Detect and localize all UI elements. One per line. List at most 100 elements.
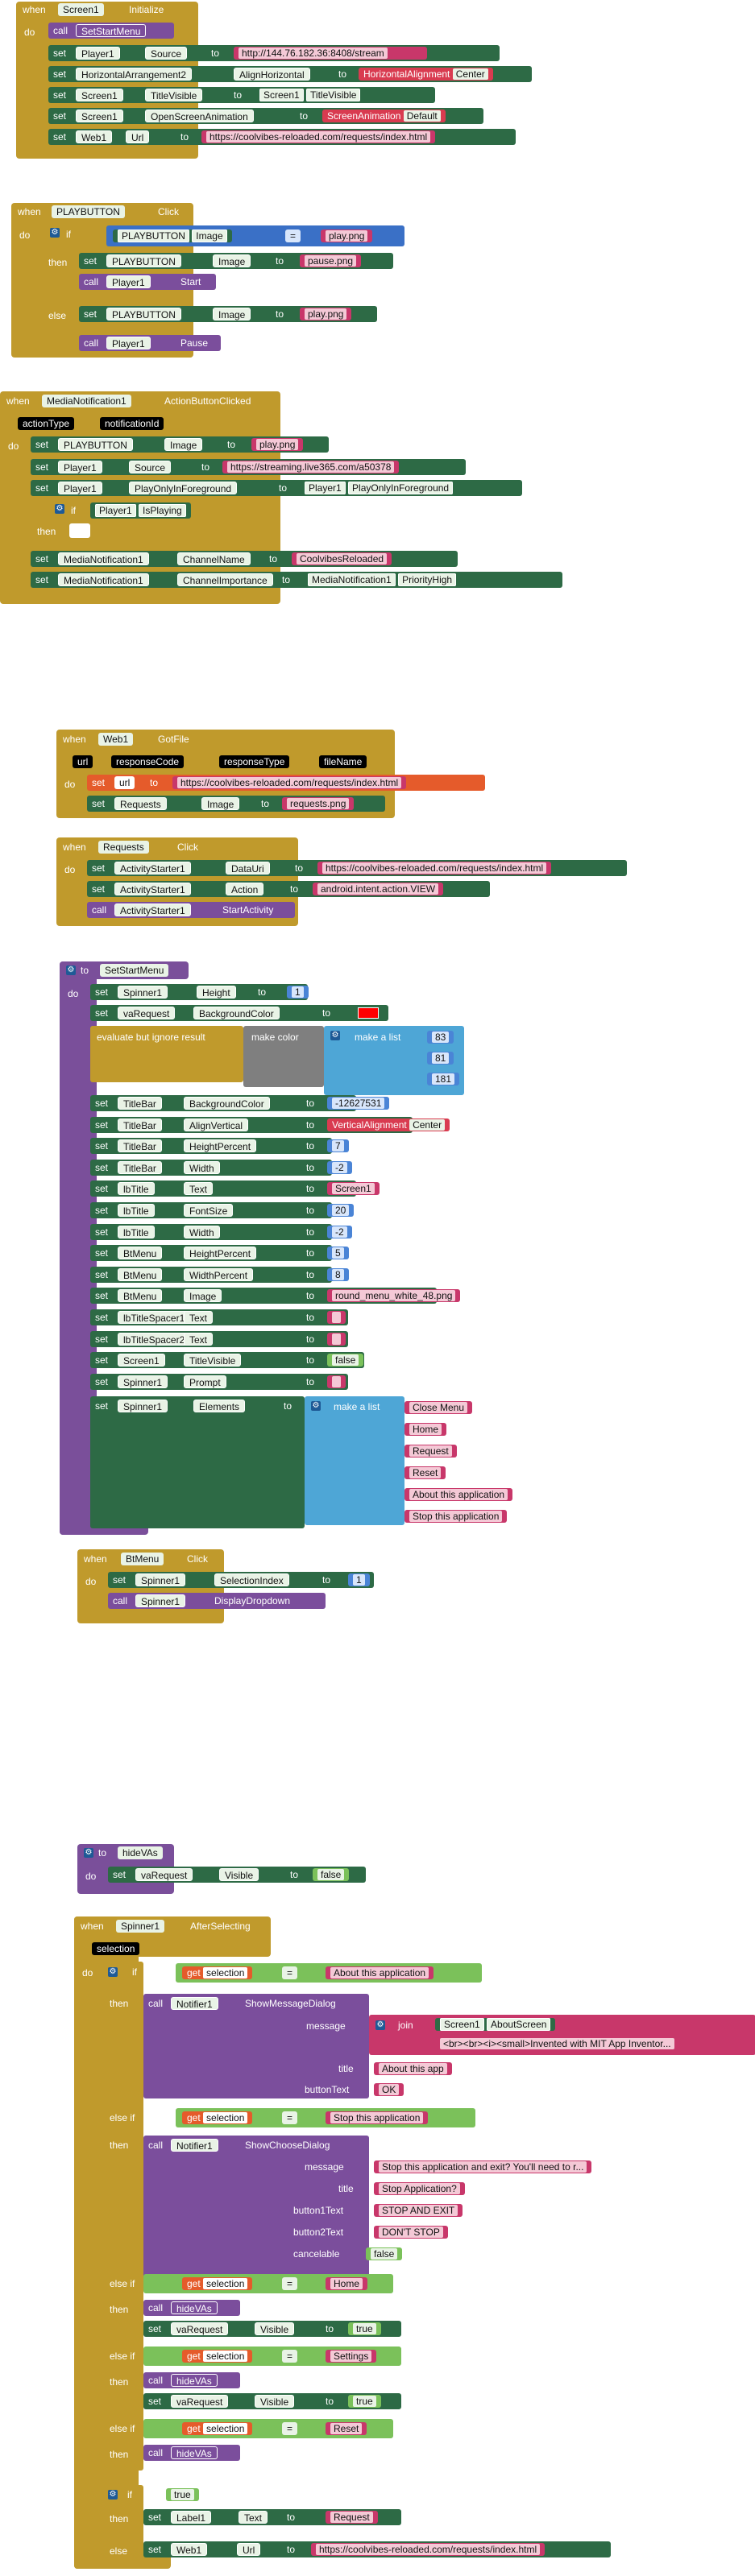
text-string[interactable]: https://coolvibes-reloaded.com/requests/… [311, 2543, 546, 2556]
event-parameter[interactable]: fileName [319, 755, 367, 768]
event-parameter[interactable]: actionType [18, 417, 75, 430]
helper-value[interactable]: Center [409, 1119, 446, 1131]
getter-block[interactable]: Player1 IsPlaying [90, 502, 191, 519]
gear-icon[interactable]: ⚙ [66, 965, 76, 975]
text-string[interactable]: Reset [326, 2422, 367, 2435]
getter-block[interactable]: Player1 PlayOnlyInForeground [300, 480, 458, 496]
procedure-name[interactable]: hideVAs [171, 2301, 218, 2314]
component-dropdown[interactable]: Screen1 [259, 89, 304, 101]
list-item-text[interactable]: Stop this application [404, 1510, 508, 1523]
text-string[interactable]: play.png [300, 308, 352, 320]
property-dropdown[interactable]: TitleVisible [184, 1354, 242, 1367]
if-block[interactable] [45, 224, 63, 356]
component-dropdown[interactable]: TitleBar [118, 1118, 162, 1131]
number-block[interactable]: 20 [327, 1204, 355, 1217]
text-string[interactable] [327, 1333, 346, 1346]
text-string[interactable]: About this application [326, 1966, 434, 1979]
component-dropdown[interactable]: lbTitle [118, 1226, 155, 1238]
text-string[interactable]: https://coolvibes-reloaded.com/requests/… [172, 776, 407, 789]
logic-block[interactable]: false [327, 1354, 364, 1367]
text-string[interactable]: Home [326, 2277, 368, 2290]
event-parameter[interactable]: responseCode [111, 755, 185, 768]
number-block[interactable]: -2 [327, 1161, 352, 1174]
property-dropdown[interactable]: OpenScreenAnimation [145, 110, 254, 122]
event-component-dropdown[interactable]: Screen1 [58, 3, 104, 16]
component-dropdown[interactable]: MediaNotification1 [58, 552, 149, 565]
list-item-text[interactable]: Close Menu [404, 1401, 473, 1414]
equals-operator[interactable]: = [282, 2422, 298, 2435]
component-dropdown[interactable]: BtMenu [118, 1268, 163, 1281]
property-dropdown[interactable]: Source [129, 461, 172, 473]
event-component-dropdown[interactable]: BtMenu [121, 1553, 164, 1565]
procedure-name[interactable]: SetStartMenu [76, 24, 147, 37]
component-dropdown[interactable]: Notifier1 [171, 1997, 218, 2010]
property-dropdown[interactable]: WidthPercent [184, 1268, 254, 1281]
getter-block[interactable]: PLAYBUTTON Image [113, 229, 232, 242]
component-dropdown[interactable]: Screen1 [440, 2018, 484, 2031]
gear-icon[interactable]: ⚙ [55, 504, 64, 514]
property-dropdown[interactable]: Width [184, 1226, 220, 1238]
gear-icon[interactable]: ⚙ [108, 1967, 118, 1977]
property-dropdown[interactable]: HeightPercent [184, 1247, 257, 1259]
make-color-block[interactable] [243, 1026, 324, 1087]
component-dropdown[interactable]: Web1 [171, 2543, 208, 2556]
number-block[interactable]: 181 [427, 1073, 460, 1085]
component-dropdown[interactable]: Screen1 [76, 110, 123, 122]
event-component-dropdown[interactable]: PLAYBUTTON [52, 205, 125, 218]
component-dropdown[interactable]: lbTitleSpacer2 [118, 1333, 191, 1346]
property-dropdown[interactable]: FontSize [184, 1204, 234, 1217]
event-parameter[interactable]: notificationId [100, 417, 164, 430]
property-dropdown[interactable]: Url [237, 2543, 261, 2556]
color-swatch[interactable] [358, 1007, 379, 1019]
text-string[interactable] [327, 1311, 346, 1324]
component-dropdown[interactable]: Label1 [171, 2511, 212, 2524]
text-string[interactable]: https://streaming.live365.com/a50378 [222, 461, 400, 473]
component-dropdown[interactable]: BtMenu [118, 1289, 163, 1302]
property-dropdown[interactable]: Url [126, 130, 150, 143]
property-dropdown[interactable]: Image [213, 308, 251, 320]
variable-dropdown[interactable]: selection [203, 1967, 248, 1979]
text-string[interactable]: OK [374, 2083, 404, 2096]
property-dropdown[interactable]: SelectionIndex [214, 1573, 289, 1586]
property-dropdown[interactable]: DataUri [226, 862, 270, 875]
component-dropdown[interactable]: TitleBar [118, 1139, 162, 1152]
property-dropdown[interactable]: Image [201, 797, 240, 810]
logic-block[interactable]: true [348, 2395, 381, 2408]
list-item-text[interactable]: Home [404, 1423, 447, 1436]
component-dropdown[interactable]: Player1 [106, 275, 151, 288]
procedure-name-field[interactable]: SetStartMenu [100, 964, 169, 977]
text-string[interactable]: requests.png [282, 797, 355, 810]
property-dropdown[interactable]: Text [184, 1182, 214, 1195]
component-dropdown[interactable]: PLAYBUTTON [106, 254, 181, 267]
property-dropdown[interactable]: Image [192, 229, 227, 242]
gear-icon[interactable]: ⚙ [311, 1401, 321, 1411]
component-dropdown[interactable]: BtMenu [118, 1247, 163, 1259]
number-block[interactable]: 1 [287, 986, 309, 999]
property-dropdown[interactable]: PlayOnlyInForeground [348, 482, 454, 494]
text-string[interactable]: STOP AND EXIT [374, 2204, 463, 2217]
component-dropdown[interactable]: lbTitle [118, 1182, 155, 1195]
component-dropdown[interactable]: MediaNotification1 [58, 573, 149, 586]
gear-icon[interactable]: ⚙ [50, 228, 60, 238]
get-block[interactable]: get selection [182, 2350, 253, 2363]
event-component-dropdown[interactable]: Spinner1 [116, 1920, 165, 1933]
list-item-text[interactable]: Request [404, 1445, 457, 1458]
component-dropdown[interactable]: Spinner1 [135, 1573, 186, 1586]
text-string[interactable]: pause.png [300, 254, 362, 267]
logic-block[interactable]: false [313, 1868, 350, 1881]
text-string[interactable]: Stop this application [326, 2111, 429, 2124]
list-item-text[interactable]: Reset [404, 1466, 446, 1479]
component-dropdown[interactable]: ActivityStarter1 [114, 883, 191, 895]
property-dropdown[interactable]: TitleVisible [306, 89, 361, 101]
property-dropdown[interactable]: Visible [255, 2322, 295, 2335]
text-string[interactable]: Stop Application? [374, 2182, 465, 2195]
text-string[interactable]: Request [326, 2511, 378, 2524]
component-dropdown[interactable]: Spinner1 [118, 1375, 168, 1388]
component-dropdown[interactable]: ActivityStarter1 [114, 903, 191, 916]
component-dropdown[interactable]: Player1 [58, 482, 102, 494]
getter-block[interactable]: MediaNotification1 PriorityHigh [303, 572, 462, 588]
gear-icon[interactable]: ⚙ [84, 1848, 93, 1858]
component-dropdown[interactable]: vaRequest [171, 2395, 229, 2408]
property-dropdown[interactable]: Visible [219, 1868, 259, 1881]
